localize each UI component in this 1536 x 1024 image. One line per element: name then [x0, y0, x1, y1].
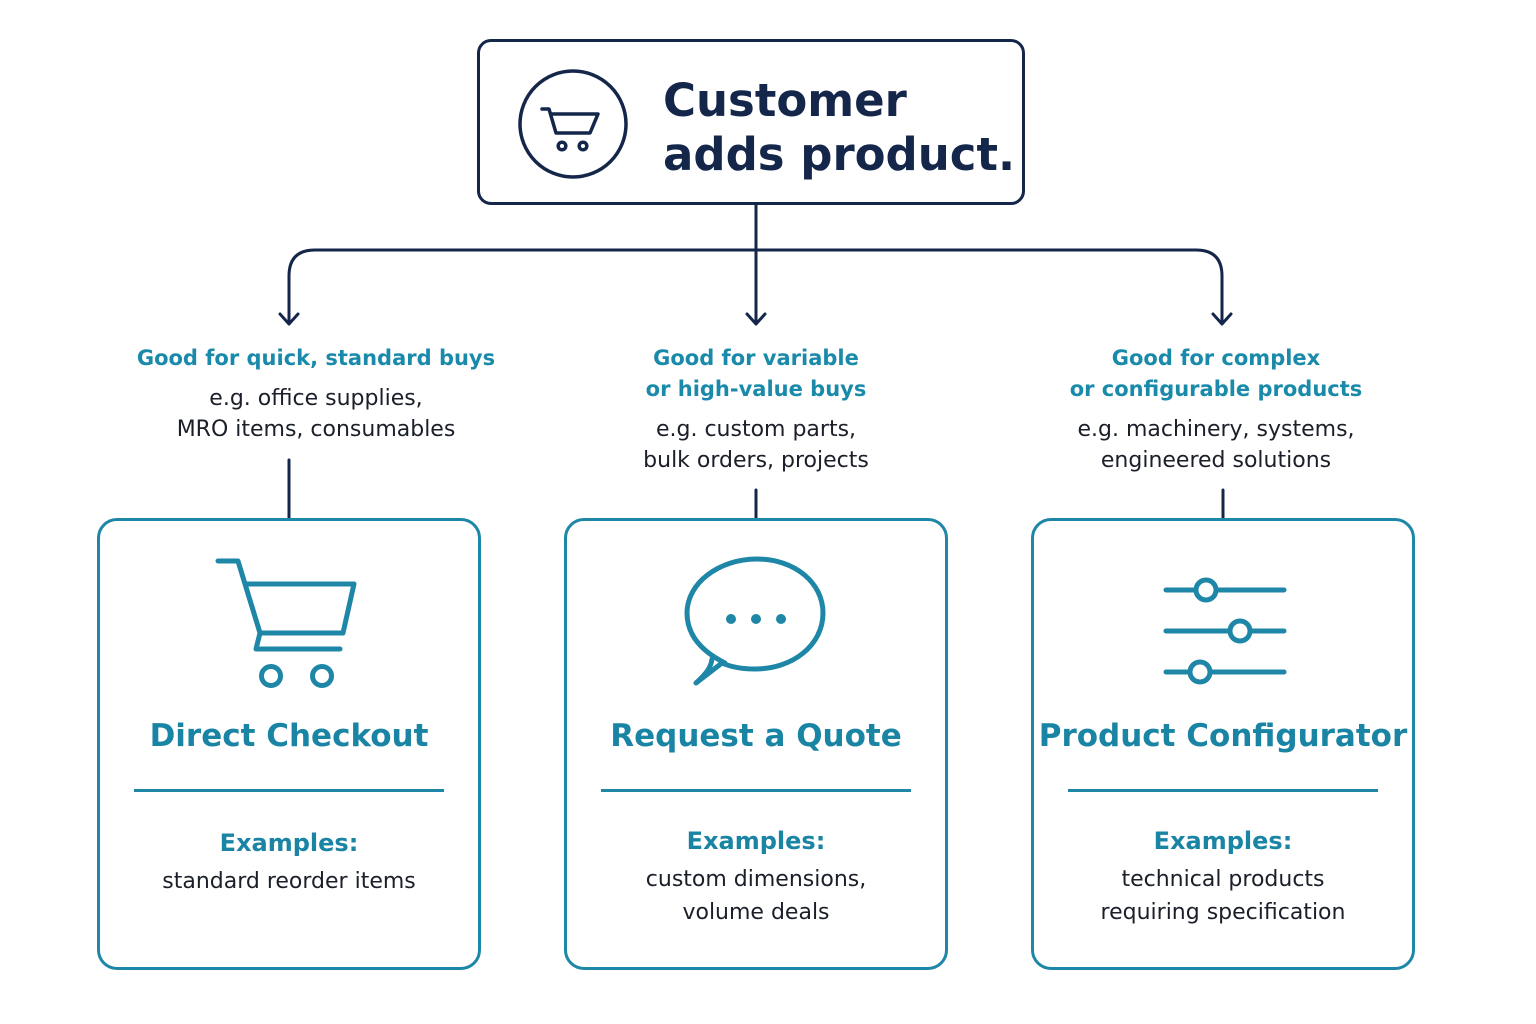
root-title-line-1: Customer: [663, 74, 907, 127]
branch-heading-line-2: or high-value buys: [645, 377, 867, 401]
shopping-cart-icon: [518, 69, 628, 179]
card-examples-label: Examples:: [686, 827, 826, 855]
card-examples-text: standard reorder items: [100, 865, 478, 898]
shopping-cart-icon: [215, 558, 357, 688]
branch-heading-line-2: or configurable products: [1069, 377, 1363, 401]
branch-example-line-1: e.g. office supplies,: [209, 386, 423, 411]
card-request-quote: Request a Quote Examples: custom dimensi…: [564, 518, 948, 970]
card-divider: [134, 789, 444, 792]
connector-branch-left: [287, 248, 758, 324]
arrowhead-center: [745, 312, 767, 326]
card-examples-line-1: technical products: [1121, 867, 1325, 892]
sliders-icon: [1163, 577, 1287, 685]
card-product-configurator: Product Configurator Examples: technical…: [1031, 518, 1415, 970]
card-direct-checkout: Direct Checkout Examples: standard reord…: [97, 518, 481, 970]
card-examples-line-1: standard reorder items: [162, 869, 416, 894]
branch-heading-line-1: Good for complex: [1111, 346, 1321, 370]
branch-description-request-quote: Good for variable or high-value buys e.g…: [546, 343, 966, 476]
card-examples-label: Examples:: [219, 829, 359, 857]
card-examples-text: technical products requiring specificati…: [1034, 863, 1412, 929]
branch-description-product-configurator: Good for complex or configurable product…: [1006, 343, 1426, 476]
branch-description-direct-checkout: Good for quick, standard buys e.g. offic…: [106, 343, 526, 445]
card-divider: [1068, 789, 1378, 792]
branch-example-line-1: e.g. machinery, systems,: [1077, 417, 1355, 442]
connector-branch-right: [754, 248, 1224, 324]
branch-example-line-2: MRO items, consumables: [176, 417, 456, 442]
card-examples-label: Examples:: [1153, 827, 1293, 855]
card-examples-text: custom dimensions, volume deals: [567, 863, 945, 929]
branch-example-line-2: bulk orders, projects: [643, 448, 869, 473]
root-title: Customer adds product.: [663, 74, 1016, 182]
branch-heading-line-1: Good for quick, standard buys: [136, 346, 496, 370]
card-examples-line-1: custom dimensions,: [645, 867, 867, 892]
root-node: Customer adds product.: [477, 39, 1025, 205]
branch-example-line-1: e.g. custom parts,: [655, 417, 857, 442]
card-title: Direct Checkout: [149, 718, 429, 754]
branch-example-line-2: engineered solutions: [1100, 448, 1332, 473]
card-examples-line-2: requiring specification: [1100, 900, 1346, 925]
arrowhead-left: [278, 312, 300, 326]
card-examples-line-2: volume deals: [682, 900, 830, 925]
branch-heading-line-1: Good for variable: [653, 346, 859, 370]
card-title: Product Configurator: [1038, 718, 1408, 754]
arrowhead-right: [1211, 312, 1233, 326]
root-title-line-2: adds product.: [663, 128, 1016, 181]
speech-bubble-icon: [684, 556, 826, 686]
card-title: Request a Quote: [610, 718, 902, 754]
card-divider: [601, 789, 911, 792]
